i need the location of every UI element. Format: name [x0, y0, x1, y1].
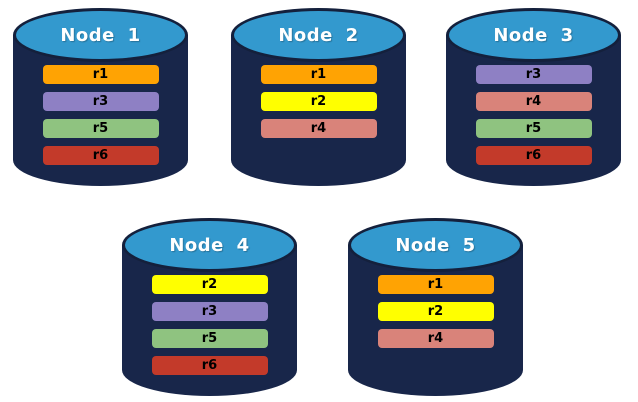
node-2-replica-r4: r4 — [260, 119, 377, 138]
node-1-replica-r5: r5 — [42, 119, 159, 138]
node-2-replica-r1: r1 — [260, 65, 377, 84]
node-3-replica-list: r3 r4 r5 r6 — [475, 65, 592, 173]
node-1-cylinder-top: Node 1 — [13, 8, 188, 62]
node-1-replica-r3: r3 — [42, 92, 159, 111]
node-5-cylinder: Node 5 r1 r2 r4 — [348, 218, 523, 396]
node-5-cylinder-top: Node 5 — [348, 218, 523, 272]
node-5-replica-r1: r1 — [377, 275, 494, 294]
node-3-title: Node 3 — [493, 24, 574, 46]
node-5-replica-r2: r2 — [377, 302, 494, 321]
node-4-title: Node 4 — [169, 234, 250, 256]
node-4-cylinder-top: Node 4 — [122, 218, 297, 272]
node-5-replica-r4: r4 — [377, 329, 494, 348]
node-4-replica-r5: r5 — [151, 329, 268, 348]
node-2-replica-list: r1 r2 r4 — [260, 65, 377, 146]
node-4-replica-list: r2 r3 r5 r6 — [151, 275, 268, 383]
node-1-replica-r1: r1 — [42, 65, 159, 84]
node-1-replica-list: r1 r3 r5 r6 — [42, 65, 159, 173]
node-3-cylinder-top: Node 3 — [446, 8, 621, 62]
node-3-cylinder: Node 3 r3 r4 r5 r6 — [446, 8, 621, 186]
node-4-replica-r2: r2 — [151, 275, 268, 294]
node-1-cylinder: Node 1 r1 r3 r5 r6 — [13, 8, 188, 186]
node-2-cylinder-top: Node 2 — [231, 8, 406, 62]
node-3-replica-r3: r3 — [475, 65, 592, 84]
node-4-replica-r6: r6 — [151, 356, 268, 375]
node-2-cylinder: Node 2 r1 r2 r4 — [231, 8, 406, 186]
node-3-replica-r5: r5 — [475, 119, 592, 138]
node-1-replica-r6: r6 — [42, 146, 159, 165]
node-5-replica-list: r1 r2 r4 — [377, 275, 494, 356]
node-5-title: Node 5 — [395, 234, 476, 256]
node-4-replica-r3: r3 — [151, 302, 268, 321]
node-2-title: Node 2 — [278, 24, 359, 46]
node-1-title: Node 1 — [60, 24, 141, 46]
node-3-replica-r6: r6 — [475, 146, 592, 165]
node-3-replica-r4: r4 — [475, 92, 592, 111]
node-4-cylinder: Node 4 r2 r3 r5 r6 — [122, 218, 297, 396]
node-2-replica-r2: r2 — [260, 92, 377, 111]
